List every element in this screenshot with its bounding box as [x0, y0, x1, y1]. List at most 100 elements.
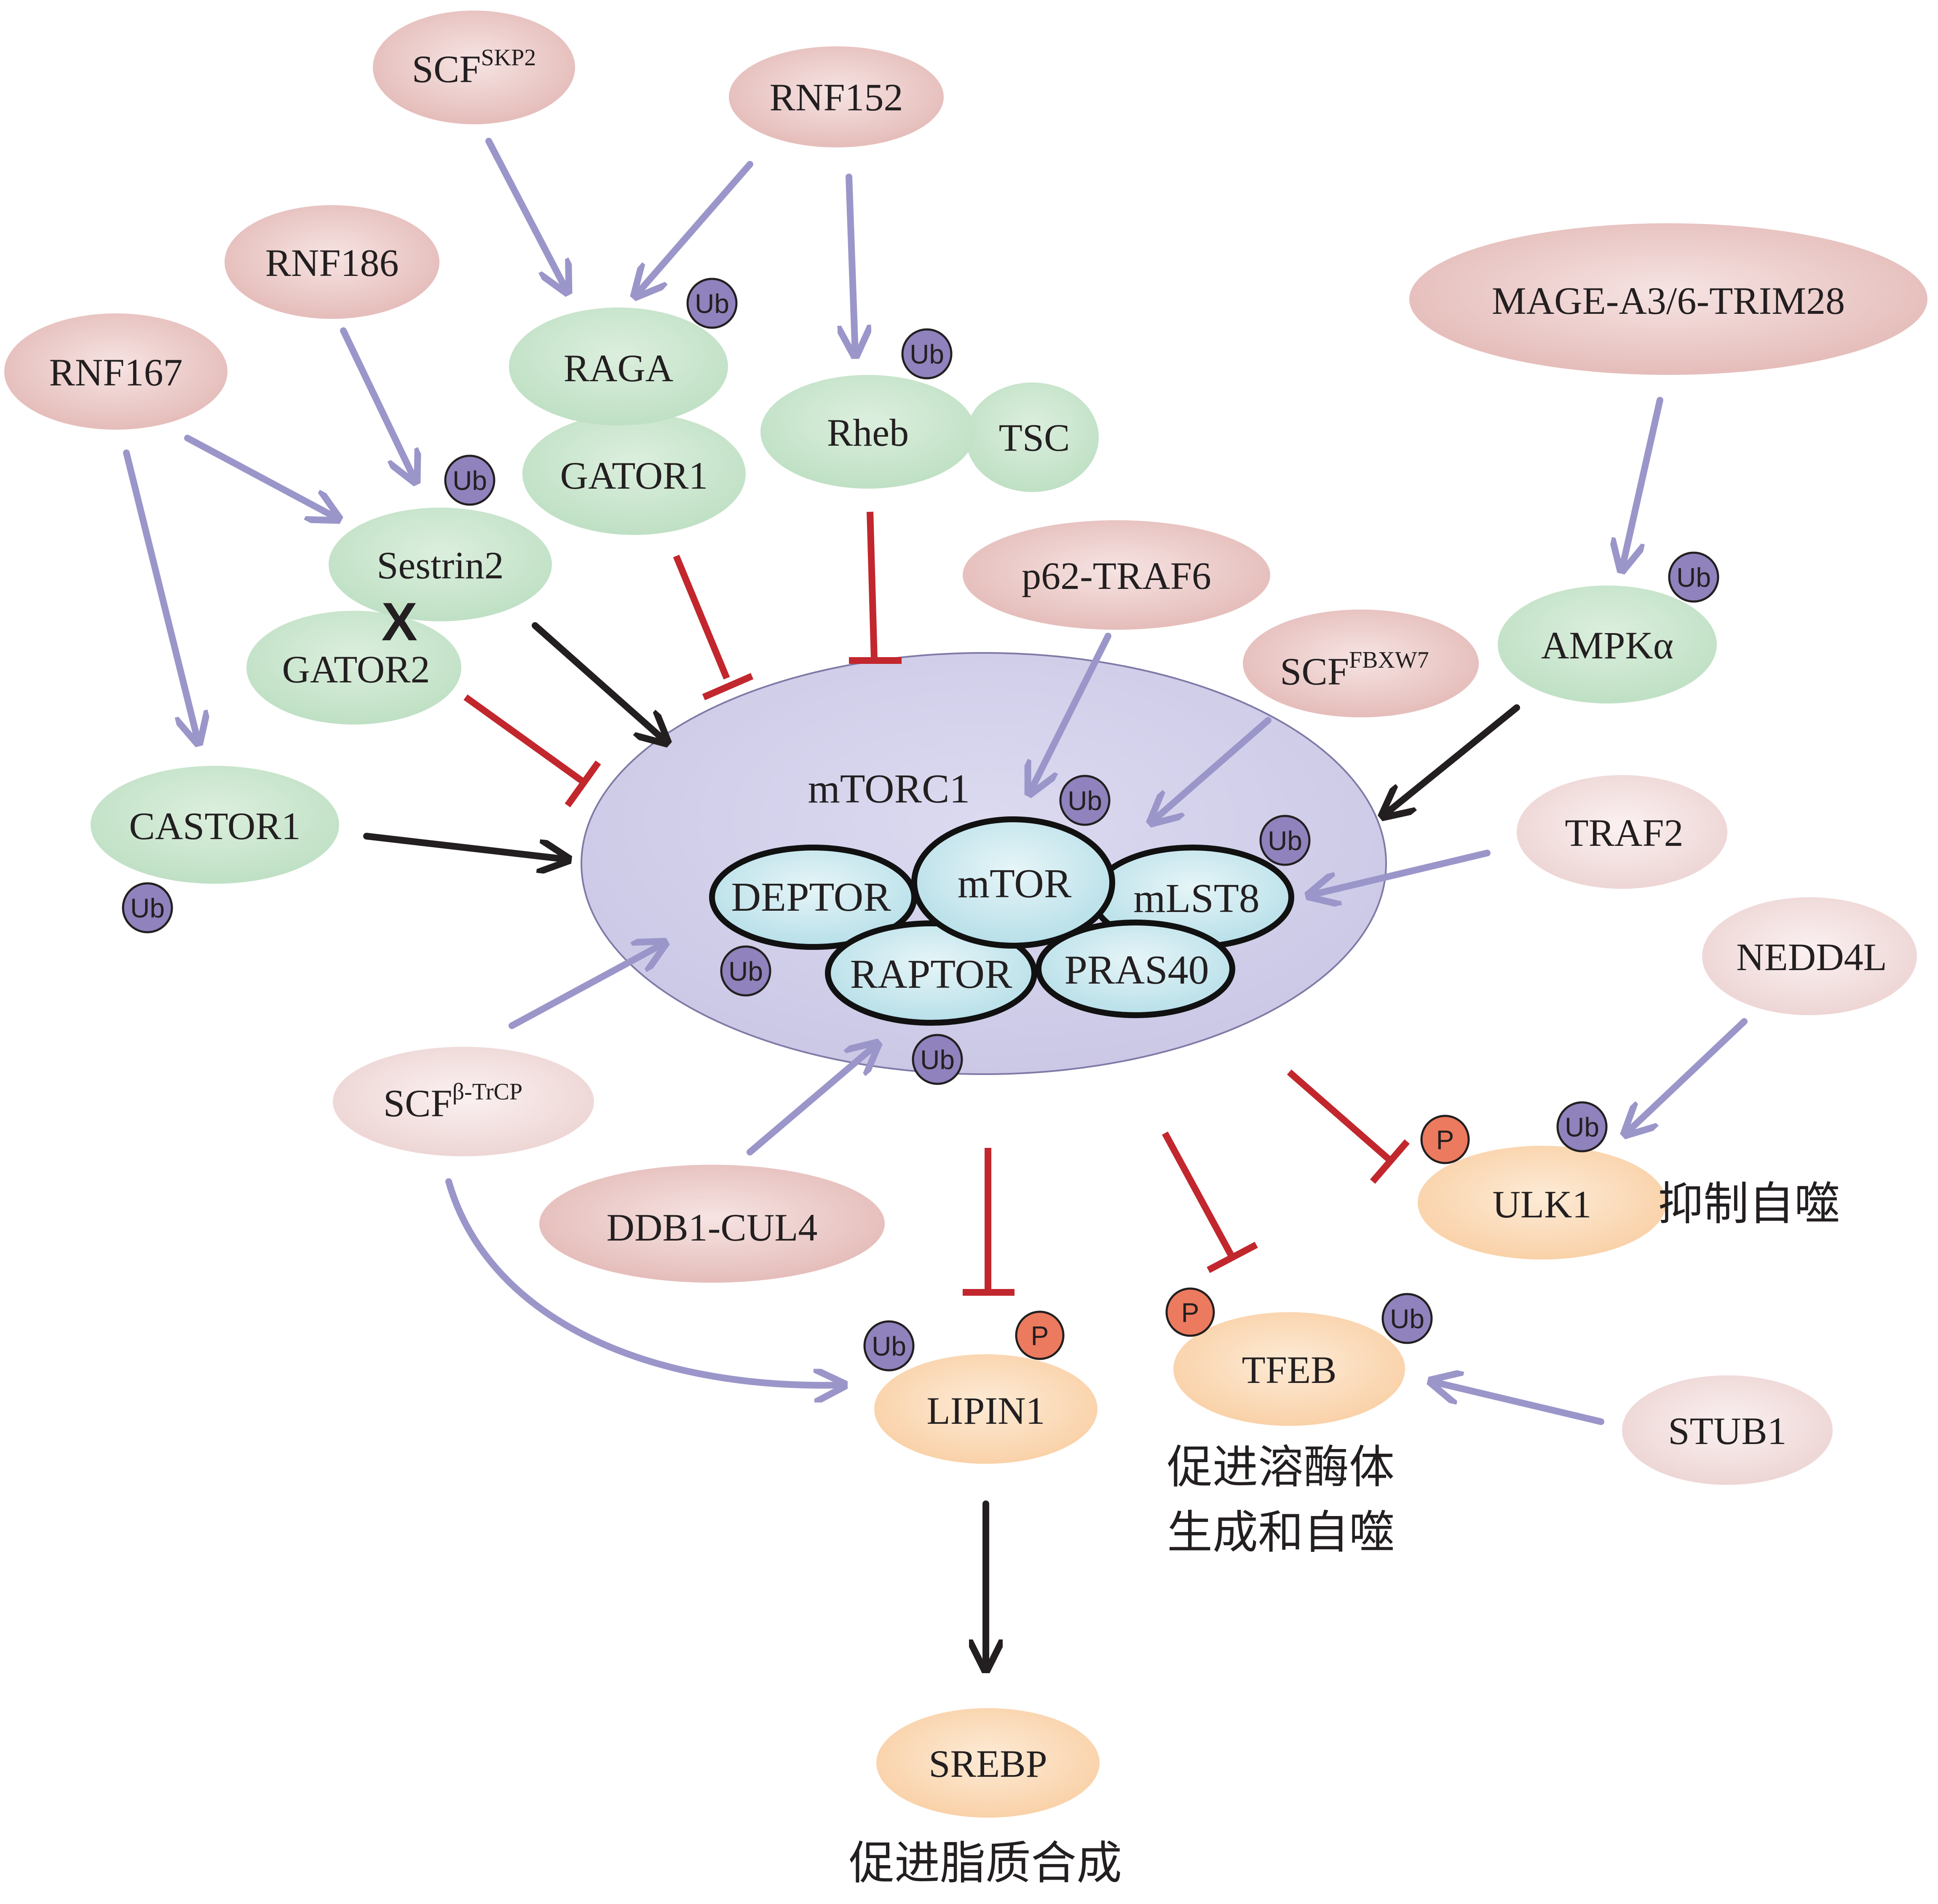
inhibit-gator1-bar: [702, 673, 754, 701]
svg-text:Ub: Ub: [452, 465, 487, 496]
ampk-label: AMPKα: [1541, 624, 1673, 667]
ub-badge-lipin1: Ub: [863, 1320, 915, 1372]
tsc-node: [966, 382, 1099, 492]
arrow-castor1-to-mtorc1: [363, 833, 567, 859]
ub-badge-mlst8: Ub: [1259, 815, 1311, 866]
arrow-scf-btrcp-to-lipin1: [445, 1178, 843, 1385]
inhibit-rheb-shaft: [867, 511, 878, 660]
ub-badge-deptor: Ub: [720, 945, 771, 997]
note-lysosome-line1: 促进溶酶体: [1167, 1441, 1395, 1494]
arrow-scf-skp2-to-raga: [485, 138, 567, 291]
raptor-label: RAPTOR: [850, 952, 1013, 997]
scf-btrcp-node: [333, 1047, 594, 1156]
ub-badge-ulk1: Ub: [1556, 1101, 1608, 1153]
deptor-label: DEPTOR: [731, 874, 891, 920]
arrow-rnf167-to-sestrin2: [184, 435, 337, 518]
svg-text:Ub: Ub: [695, 289, 729, 319]
inhibit-gator1-shaft: [673, 554, 730, 680]
rheb-label: Rheb: [827, 411, 909, 454]
arrow-stub1-to-tfeb: [1432, 1382, 1604, 1425]
p62-traf6-label: p62-TRAF6: [1022, 554, 1211, 597]
stub1-node: [1622, 1375, 1833, 1485]
gator1-label: GATOR1: [560, 454, 708, 497]
ddb1-cul4-label: DDB1-CUL4: [607, 1206, 818, 1249]
scf-fbxw7-label: SCFFBXW7: [1280, 647, 1429, 693]
tsc-label: TSC: [999, 416, 1070, 459]
svg-text:Ub: Ub: [1068, 786, 1102, 816]
pras40-label: PRAS40: [1064, 947, 1209, 993]
raga-label: RAGA: [564, 347, 674, 390]
rnf152-node: [729, 46, 944, 147]
inhibit-gator2-bar: [565, 760, 601, 808]
ub-badges: Ub Ub Ub Ub Ub Ub Ub Ub Ub Ub Ub Ub: [122, 278, 1719, 1372]
rnf167-node: [4, 313, 228, 430]
arrow-scf-btrcp-to-deptor: [509, 944, 664, 1029]
svg-text:Ub: Ub: [130, 893, 165, 923]
mage-trim28-node: [1409, 223, 1927, 375]
arrow-traf2-to-mlst8: [1310, 850, 1491, 895]
nedd4l-node: [1702, 897, 1917, 1015]
sestrin2-node: [329, 508, 552, 621]
nedd4l-label: NEDD4L: [1736, 936, 1887, 979]
note-inhibit-autophagy: 抑制自噬: [1658, 1178, 1840, 1230]
svg-text:Ub: Ub: [1390, 1304, 1424, 1334]
note-promote-lipid-synthesis: 促进脂质合成: [849, 1837, 1122, 1890]
rnf186-label: RNF186: [265, 241, 399, 284]
activation-arrows: [363, 622, 1520, 1668]
pras40-node: [1036, 920, 1235, 1018]
ub-badge-raptor: Ub: [912, 1034, 963, 1085]
castor1-node: [91, 766, 339, 884]
ulk1-node: [1418, 1146, 1666, 1260]
inhibit-ulk1-shaft: [1287, 1069, 1393, 1163]
ddb1-cul4-node: [539, 1165, 885, 1283]
arrow-sestrin2-to-mtorc1: [532, 622, 666, 741]
srebp-label: SREBP: [929, 1742, 1047, 1785]
arrow-scf-fbxw7-to-mtor: [1152, 717, 1271, 821]
scf-fbxw7-node: [1243, 610, 1479, 717]
sestrin2-label: Sestrin2: [377, 544, 504, 587]
arrow-rnf152-to-raga: [636, 161, 753, 295]
mtorc1-label: mTORC1: [808, 766, 970, 812]
gator1-node: [522, 413, 746, 535]
ulk1-label: ULK1: [1492, 1183, 1591, 1226]
arrow-mage-to-ampk: [1622, 397, 1663, 569]
ub-badge-castor1: Ub: [122, 882, 173, 933]
note-lysosome-line2: 生成和自噬: [1167, 1506, 1395, 1559]
svg-text:Ub: Ub: [728, 956, 763, 987]
inhibit-gator2-shaft: [463, 694, 588, 786]
tfeb-node: [1173, 1312, 1405, 1426]
rnf186-node: [225, 205, 439, 319]
arrow-rnf186-to-sestrin2: [340, 327, 415, 480]
stub1-label: STUB1: [1668, 1409, 1786, 1452]
ub-badge-ampk: Ub: [1668, 551, 1719, 603]
inhibit-tfeb-shaft: [1162, 1131, 1236, 1259]
gator2-label: GATOR2: [282, 648, 430, 691]
mage-trim28-label: MAGE-A3/6-TRIM28: [1492, 279, 1845, 322]
lipin1-label: LIPIN1: [926, 1389, 1045, 1432]
rheb-node: [760, 375, 975, 489]
srebp-node: [876, 1708, 1100, 1818]
mlst8-label: mLST8: [1133, 876, 1259, 921]
castor1-label: CASTOR1: [129, 805, 300, 848]
svg-text:Ub: Ub: [1676, 562, 1711, 593]
arrow-p62-traf6-to-mtor: [1030, 633, 1111, 792]
ub-badge-raga: Ub: [686, 278, 738, 329]
arrow-rnf152-to-rheb: [849, 174, 855, 354]
inhibition-lines: [463, 511, 1410, 1296]
interaction-blocked-mark: X: [381, 592, 417, 652]
rnf167-label: RNF167: [49, 351, 183, 394]
arrow-rnf167-to-castor1: [123, 449, 198, 741]
arrow-nedd4l-to-ulk1: [1626, 1018, 1748, 1133]
svg-text:P: P: [1031, 1321, 1049, 1351]
gator2-node: [246, 611, 461, 725]
ub-badge-sestrin2: Ub: [444, 455, 495, 506]
inhibit-ulk1-bar: [1370, 1139, 1410, 1184]
inhibit-tfeb-bar: [1207, 1241, 1258, 1273]
ubiquitination-arrows: [123, 138, 1748, 1425]
scf-skp2-node: [373, 11, 575, 124]
svg-text:Ub: Ub: [1565, 1112, 1599, 1142]
svg-text:Ub: Ub: [1268, 826, 1302, 856]
raptor-node: [825, 920, 1037, 1026]
ampk-node: [1498, 586, 1717, 703]
mtor-label: mTOR: [958, 861, 1072, 907]
